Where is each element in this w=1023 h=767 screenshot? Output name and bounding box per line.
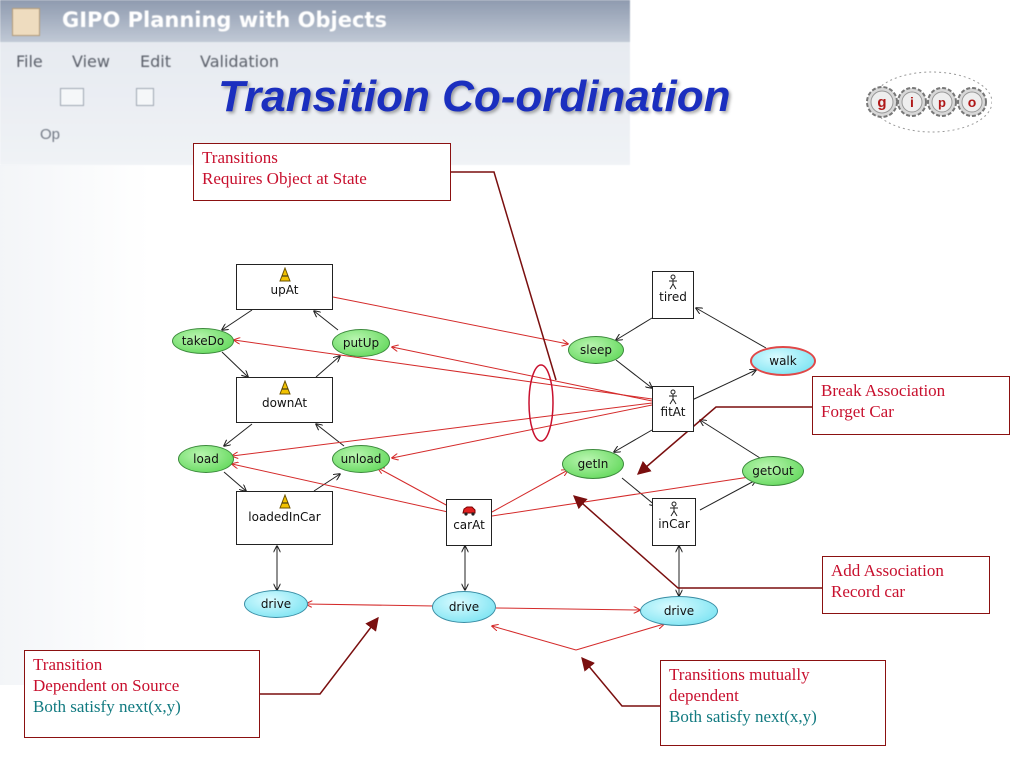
state-label-inCar: inCar [658, 517, 690, 531]
svg-text:i: i [910, 94, 914, 110]
transition-sleep[interactable]: sleep [568, 336, 624, 364]
note-line: dependent [669, 686, 739, 705]
state-carAt[interactable]: carAt [446, 499, 492, 546]
transition-drive-loaded[interactable]: drive [244, 590, 308, 618]
red-coordination-edges [232, 296, 756, 651]
app-icon [12, 8, 40, 36]
open-folder-icon[interactable] [60, 88, 84, 106]
state-fitAt[interactable]: fitAt [652, 386, 694, 432]
highlight-ellipse [528, 364, 554, 442]
note-line: Forget Car [821, 402, 894, 421]
app-left-panel-background [0, 165, 150, 685]
logo-gear-g: g [866, 86, 898, 118]
state-inCar[interactable]: inCar [652, 498, 696, 546]
toolbar-open-label: Op [40, 126, 61, 143]
person-icon [670, 501, 678, 517]
traffic-cone-icon [278, 267, 291, 282]
state-loadedInCar[interactable]: loadedInCar [236, 491, 333, 545]
note-line: Transitions mutually [669, 665, 810, 684]
traffic-cone-icon [278, 494, 291, 509]
app-menubar: File View Edit Validation [0, 44, 630, 78]
logo-gear-i: i [897, 87, 927, 117]
note-line: Dependent on Source [33, 676, 180, 695]
transition-putUp[interactable]: putUp [332, 329, 390, 357]
transition-takeDown[interactable]: takeDo [172, 328, 234, 354]
note-line: Both satisfy next(x,y) [669, 707, 817, 726]
traffic-cone-icon [278, 380, 291, 395]
state-downAt[interactable]: downAt [236, 377, 333, 423]
svg-text:p: p [938, 95, 946, 110]
transition-getIn[interactable]: getIn [562, 449, 624, 479]
state-tired[interactable]: tired [652, 271, 694, 319]
transition-drive-car[interactable]: drive [432, 591, 496, 623]
transition-walk[interactable]: walk [750, 346, 816, 376]
state-label-downAt: downAt [261, 396, 308, 410]
note-add-association: Add Association Record car [822, 556, 990, 614]
note-line: Record car [831, 582, 906, 601]
menu-edit[interactable]: Edit [140, 52, 171, 71]
person-icon [669, 274, 677, 290]
state-label-tired: tired [659, 290, 687, 304]
state-label-carAt: carAt [453, 518, 485, 532]
car-icon [462, 506, 476, 516]
note-mutually-dependent: Transitions mutually dependent Both sati… [660, 660, 886, 746]
note-requires-object: Transitions Requires Object at State [193, 143, 451, 201]
menu-file[interactable]: File [16, 52, 43, 71]
callout-leaders [260, 171, 822, 707]
menu-view[interactable]: View [72, 52, 110, 71]
menu-validation[interactable]: Validation [200, 52, 280, 71]
logo-gear-o: o [957, 87, 987, 117]
toolbar-tool-icon[interactable] [136, 88, 154, 106]
note-line: Add Association [831, 561, 944, 580]
transition-unload[interactable]: unload [332, 445, 390, 473]
state-label-fitAt: fitAt [660, 405, 686, 419]
app-window-background: GIPO Planning with Objects File View Edi… [0, 0, 630, 165]
person-icon [669, 389, 677, 405]
slide-title: Transition Co-ordination [218, 72, 731, 121]
svg-text:o: o [968, 94, 977, 110]
transition-load[interactable]: load [178, 445, 234, 473]
logo-gear-p: p [927, 87, 957, 117]
note-line: Requires Object at State [202, 169, 367, 188]
app-titlebar: GIPO Planning with Objects [0, 0, 630, 42]
state-label-loadedInCar: loadedInCar [248, 510, 321, 524]
svg-text:g: g [877, 94, 886, 111]
note-dependent-on-source: Transition Dependent on Source Both sati… [24, 650, 260, 738]
app-title: GIPO Planning with Objects [62, 8, 387, 32]
note-line: Both satisfy next(x,y) [33, 697, 181, 716]
state-upAt[interactable]: upAt [236, 264, 333, 310]
gipo-logo: g i p o [866, 71, 992, 133]
black-transition-edges [222, 308, 767, 596]
note-break-association: Break Association Forget Car [812, 376, 1010, 435]
transition-getOut[interactable]: getOut [742, 456, 804, 486]
note-line: Transition [33, 655, 103, 674]
note-line: Break Association [821, 381, 946, 400]
note-line: Transitions [202, 148, 278, 167]
transition-drive-person[interactable]: drive [640, 596, 718, 626]
state-label-upAt: upAt [270, 283, 299, 297]
